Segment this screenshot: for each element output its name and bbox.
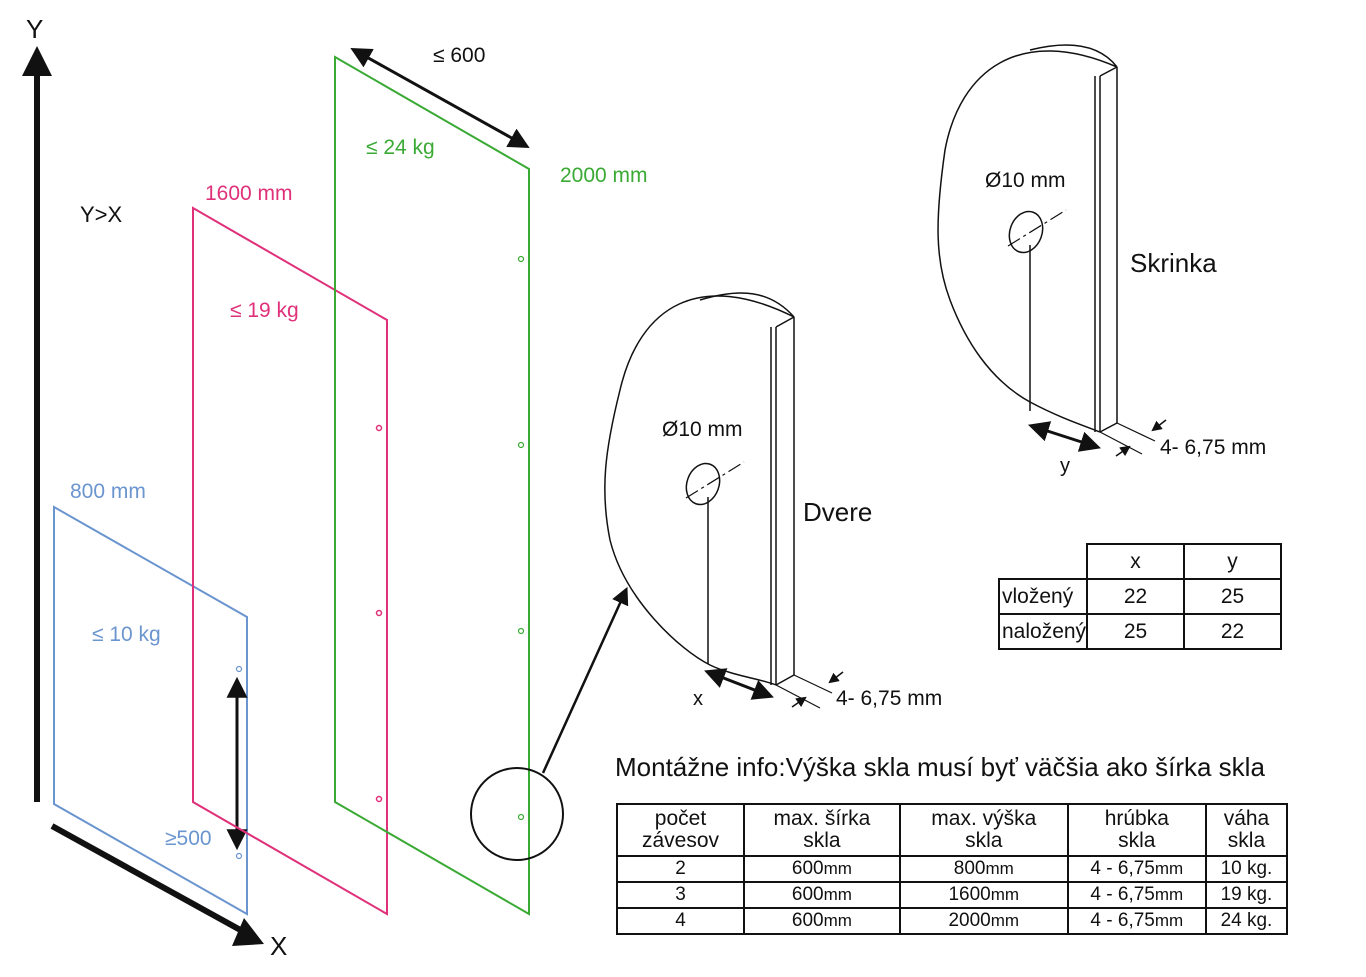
y-axis-arrowhead [22, 46, 52, 76]
width-arrow [350, 47, 530, 149]
door-detail [604, 292, 844, 709]
hinge-hole [375, 609, 383, 617]
table-row: 4 600mm 2000mm 4 - 6,75mm 24 kg. [616, 907, 1289, 935]
condition-label: Y>X [80, 202, 123, 227]
pink-weight-label: ≤ 19 kg [230, 299, 299, 322]
table-cell: 4 [616, 907, 745, 935]
montage-info: Montážne info:Výška skla musí byť väčšia… [615, 752, 1265, 783]
y-axis-label: Y [26, 14, 44, 44]
table-cell: 4 - 6,75mm [1066, 855, 1207, 883]
blue-weight-label: ≤ 10 kg [92, 623, 161, 646]
table-cell: naložený [997, 613, 1089, 650]
table-cell: 1600mm [898, 881, 1069, 909]
cabinet-dim-label: y [1060, 455, 1070, 477]
detail-pointer-arrow [541, 586, 629, 774]
table-cell: 24 kg. [1204, 907, 1289, 935]
cabinet-title: Skrinka [1130, 248, 1217, 278]
hinge-hole [517, 813, 525, 821]
table-row: vložený 22 25 [997, 578, 1282, 615]
blue-height-label: 800 mm [70, 480, 146, 503]
door-thickness-label: 4- 6,75 mm [836, 687, 943, 710]
table-cell: 3 [616, 881, 745, 909]
table-cell: 25 [1086, 613, 1186, 650]
table-header: x [1086, 543, 1186, 580]
green-weight-label: ≤ 24 kg [366, 136, 435, 159]
table-row: 2 600mm 800mm 4 - 6,75mm 10 kg. [616, 855, 1289, 883]
table-cell: vložený [997, 578, 1089, 615]
table-cell: 19 kg. [1204, 881, 1289, 909]
door-hole-label: Ø10 mm [662, 418, 743, 441]
montage-info-text: Výška skla musí byť väčšia ako šírka skl… [785, 752, 1265, 782]
green-width-label: ≤ 600 [433, 44, 486, 67]
x-axis [50, 823, 246, 935]
table-cell: 2000mm [898, 907, 1069, 935]
table-row: naložený 25 22 [997, 613, 1282, 650]
table-header: y [1183, 543, 1282, 580]
montage-info-label: Montážne info: [615, 752, 786, 782]
door-dim-label: x [693, 688, 703, 710]
table-row: 3 600mm 1600mm 4 - 6,75mm 19 kg. [616, 881, 1289, 909]
x-axis-label: X [270, 931, 288, 961]
detail-circle [470, 767, 564, 861]
hinge-hole [517, 441, 525, 449]
hinge-hole [375, 795, 383, 803]
table-cell: 600mm [742, 881, 901, 909]
table-cell: 22 [1086, 578, 1186, 615]
hinge-hole [517, 255, 525, 263]
door-title: Dvere [803, 497, 873, 527]
cabinet-hole-label: Ø10 mm [985, 169, 1066, 192]
table-cell: 600mm [742, 907, 901, 935]
blue-glass-panel [53, 505, 248, 916]
green-height-label: 2000 mm [560, 164, 648, 187]
cabinet-thickness-label: 4- 6,75 mm [1160, 436, 1267, 459]
pink-glass-panel [192, 206, 388, 916]
hinge-hole [235, 852, 243, 860]
table-cell: 10 kg. [1204, 855, 1289, 883]
green-glass-panel [334, 55, 530, 916]
table-cell: 600mm [742, 855, 901, 883]
blue-spacing-label: ≥500 [165, 827, 212, 850]
offset-table: x y vložený 22 25 naložený 25 22 [997, 543, 1282, 650]
table-cell: 2 [616, 855, 745, 883]
hinge-hole [235, 665, 243, 673]
table-cell: 4 - 6,75mm [1066, 907, 1207, 935]
table-cell: 4 - 6,75mm [1066, 881, 1207, 909]
hinge-hole [517, 627, 525, 635]
table-cell: 800mm [898, 855, 1069, 883]
x-axis-arrowhead [232, 918, 264, 946]
table-cell: 25 [1183, 578, 1282, 615]
pink-height-label: 1600 mm [205, 182, 293, 205]
table-cell: 22 [1183, 613, 1282, 650]
cabinet-detail [937, 44, 1167, 457]
hinge-hole [375, 424, 383, 432]
